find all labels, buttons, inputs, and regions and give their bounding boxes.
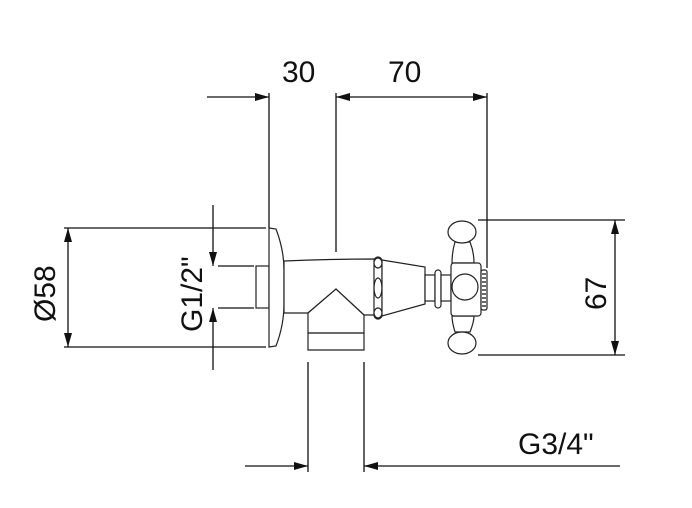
dimension-diameter	[64, 227, 266, 348]
dimension-outlet-thread	[245, 362, 620, 472]
inlet-stub	[255, 265, 270, 309]
label-outlet-thread: G3/4"	[518, 428, 594, 461]
dimension-70	[335, 93, 488, 268]
stem	[424, 274, 436, 302]
handle-knob-bottom	[447, 331, 477, 355]
label-67: 67	[580, 277, 613, 310]
cone	[381, 259, 426, 317]
handle-arm-bottom	[451, 315, 475, 333]
label-diameter: Ø58	[29, 265, 62, 322]
handle-cap	[451, 273, 479, 301]
dimension-67	[478, 219, 625, 356]
valve-body	[255, 220, 488, 355]
nut	[434, 269, 442, 309]
label-inlet-thread: G1/2"	[176, 256, 209, 332]
dimension-inlet-thread	[209, 205, 254, 370]
handle-knob-top	[447, 220, 477, 244]
handle-arm-top	[451, 241, 475, 264]
label-70: 70	[388, 56, 421, 89]
label-30: 30	[282, 56, 315, 89]
dimension-30	[207, 93, 270, 228]
wall-flange	[268, 227, 285, 348]
